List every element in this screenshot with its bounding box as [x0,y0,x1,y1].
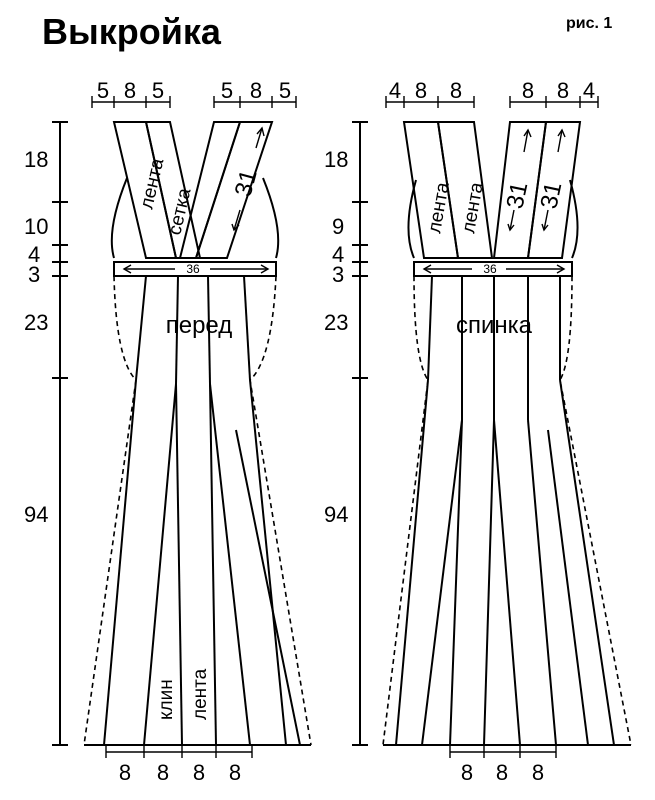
front-bottom-label-2: лента [190,668,211,720]
front-height-4: 3 [28,262,40,287]
back-strap-length-2: 31 [535,180,567,212]
front-height-ruler: 18 10 4 3 23 94 [24,121,68,746]
front-label: перед [166,312,233,339]
back-height-5: 23 [324,310,348,335]
back-strap-length-1: 31 [501,180,533,212]
figure-label: рис. 1 [566,15,613,32]
back-strap-label-1: лента [424,180,454,234]
front-skirt: перед клин лента [83,275,312,746]
back-top-width-4: 8 [522,78,534,103]
back-top-width-6: 4 [583,78,595,103]
front-height-6: 94 [24,502,48,527]
front-straps: лента сетка 31 [110,121,280,259]
front-top-width-4: 5 [221,78,233,103]
back-top-width-1: 4 [389,78,401,103]
back-bottom-width-1: 8 [461,760,473,785]
back-pattern: 4 8 8 8 8 4 18 9 4 3 23 94 [324,78,632,785]
front-top-dimensions: 5 8 5 5 8 5 [91,78,297,108]
back-straps: лента лента 31 31 [402,121,582,259]
back-height-2: 9 [332,214,344,239]
back-height-ruler: 18 9 4 3 23 94 [324,121,368,746]
front-top-width-2: 8 [124,78,136,103]
front-strap-length: 31 [230,167,263,200]
front-top-width-3: 5 [152,78,164,103]
back-top-width-5: 8 [557,78,569,103]
back-waist-band: 36 [413,261,573,277]
front-top-width-5: 8 [250,78,262,103]
back-waist-width: 36 [483,262,497,276]
front-top-width-6: 5 [279,78,291,103]
front-height-1: 18 [24,147,48,172]
back-top-dimensions: 4 8 8 8 8 4 [385,78,599,108]
front-bottom-width-2: 8 [157,760,169,785]
front-bottom-label-1: клин [156,679,177,720]
front-bottom-dimensions: 8 8 8 8 [105,746,253,785]
front-waist-width: 36 [186,262,200,276]
back-bottom-dimensions: 8 8 8 [449,746,557,785]
page-title: Выкройка [42,11,221,52]
front-top-width-1: 5 [97,78,109,103]
back-top-width-3: 8 [450,78,462,103]
back-height-6: 94 [324,502,348,527]
front-bottom-width-4: 8 [229,760,241,785]
front-height-3: 4 [28,242,40,267]
back-bottom-width-3: 8 [532,760,544,785]
front-height-5: 23 [24,310,48,335]
back-height-3: 4 [332,242,344,267]
back-height-1: 18 [324,147,348,172]
back-skirt: спинка [382,275,632,746]
front-bottom-width-1: 8 [119,760,131,785]
front-bottom-width-3: 8 [193,760,205,785]
back-strap-label-2: лента [458,180,488,234]
back-height-4: 3 [332,262,344,287]
back-label: спинка [456,312,533,339]
back-top-width-2: 8 [415,78,427,103]
front-pattern: 5 8 5 5 8 5 18 10 4 3 23 94 [24,78,312,785]
front-height-2: 10 [24,214,48,239]
front-waist-band: 36 [113,261,277,277]
back-bottom-width-2: 8 [496,760,508,785]
